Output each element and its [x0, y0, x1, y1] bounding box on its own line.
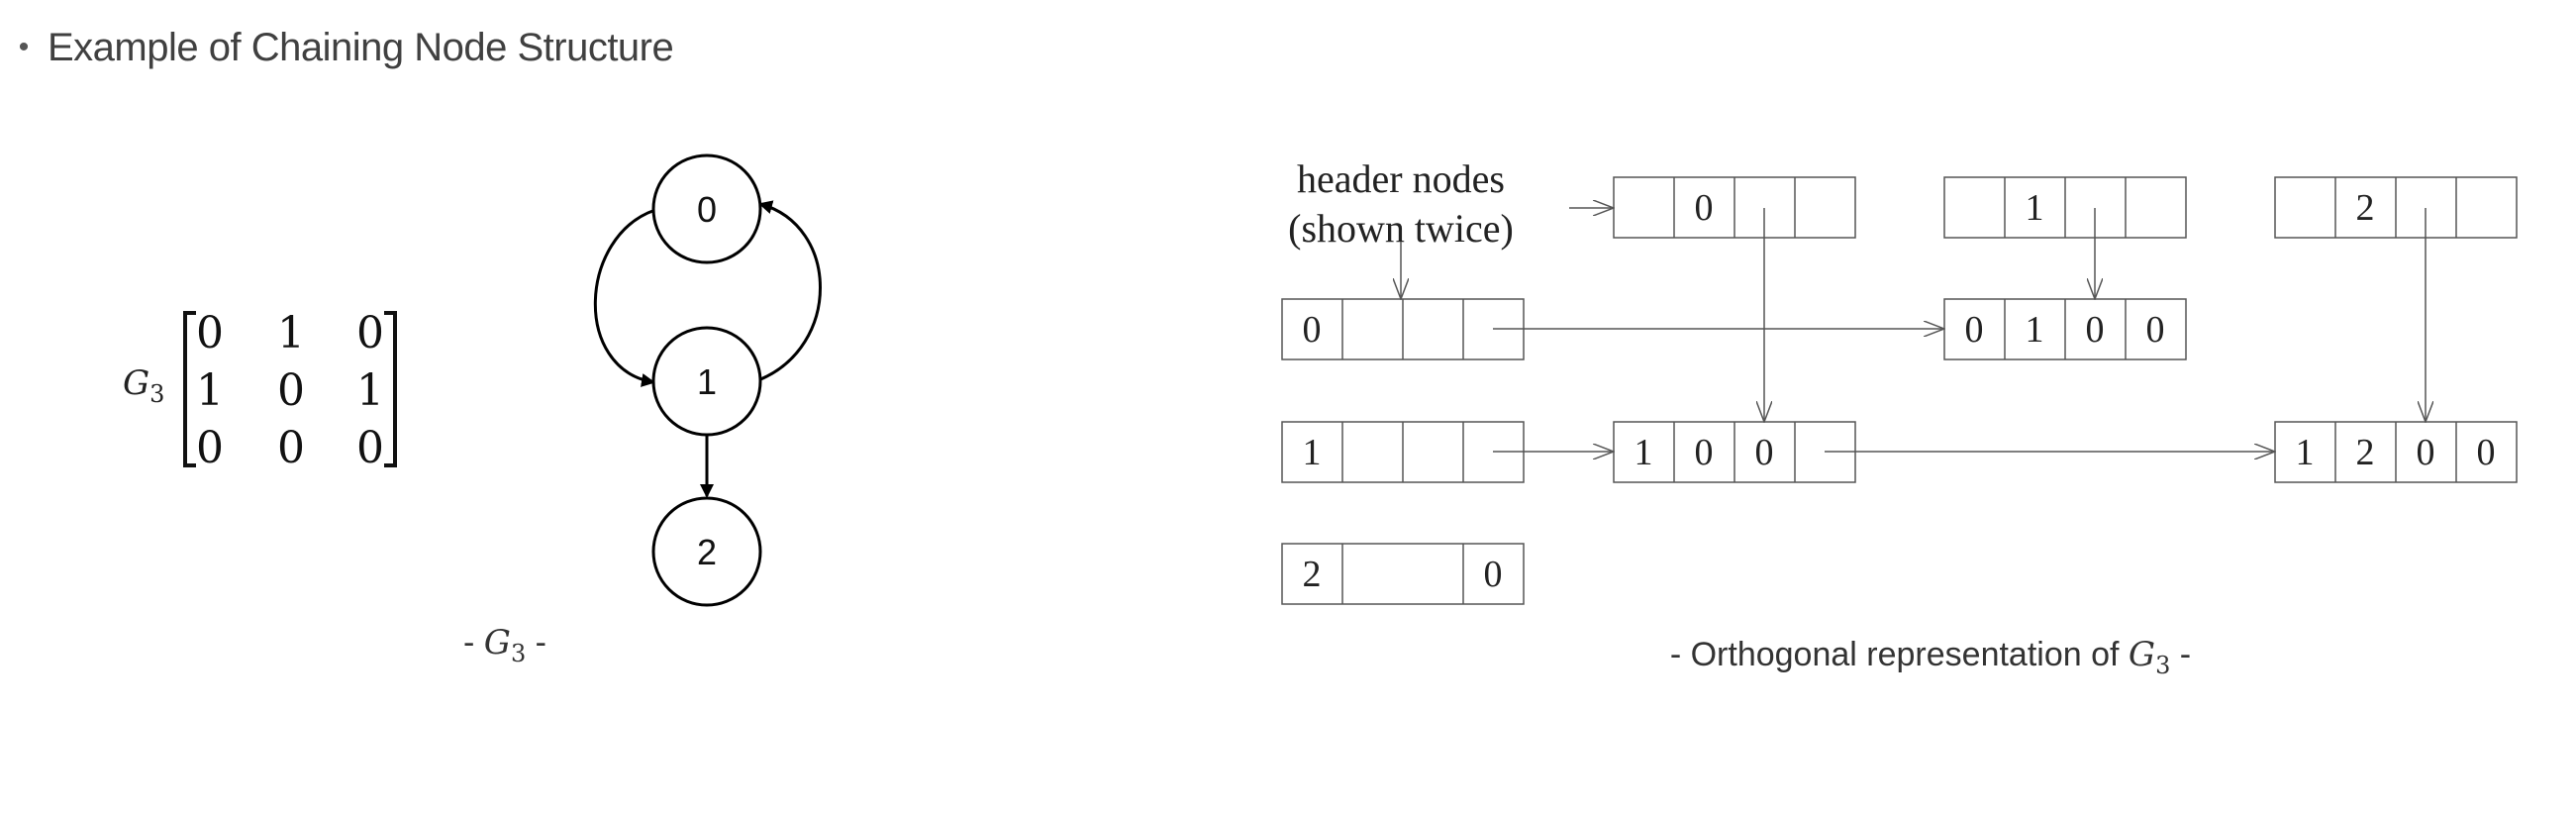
node-cell: 1: [2026, 309, 2044, 351]
orthogonal-caption: - Orthogonal representation of G3 -: [1670, 635, 2191, 679]
node-cell: 1: [1303, 432, 1322, 473]
node-cell: 0: [1303, 309, 1322, 351]
node-cell: 0: [1695, 187, 1714, 229]
matrix-right-bracket: [384, 311, 397, 467]
matrix-subscript: 3: [149, 380, 164, 408]
matrix-cell: 0: [196, 308, 224, 358]
node-cell: 1: [2296, 432, 2315, 473]
graph-node-label: 0: [697, 189, 717, 230]
entry-node-1-0: 1 0 0: [1613, 421, 1856, 483]
column-header-1: 1: [1943, 176, 2187, 239]
node-cell: 2: [2356, 432, 2375, 473]
graph-node-0: [651, 153, 762, 264]
graph-node-label: 1: [697, 361, 717, 402]
node-cell: 0: [2086, 309, 2105, 351]
orthogonal-caption-subscript: 3: [2155, 652, 2170, 679]
matrix-cell: 1: [277, 308, 305, 358]
column-header-2: 2: [2274, 176, 2518, 239]
slide-heading: • Example of Chaining Node Structure: [0, 18, 674, 77]
graph-caption-prefix: -: [463, 624, 484, 662]
row-header-0: 0: [1281, 298, 1525, 360]
graph-node-label: 2: [697, 532, 717, 572]
graph-node-2: [651, 496, 762, 607]
node-cell: 0: [1965, 309, 1984, 351]
bullet-glyph: •: [18, 31, 30, 63]
orthogonal-caption-suffix: -: [2170, 636, 2191, 673]
matrix-cell: 1: [196, 365, 224, 416]
node-cell: 1: [2026, 187, 2044, 229]
matrix-left-bracket: [183, 311, 196, 467]
node-cell: 2: [2356, 187, 2375, 229]
node-cell: 1: [1635, 432, 1653, 473]
matrix-cell: 0: [196, 423, 224, 473]
svg-text:G3: G3: [123, 363, 164, 408]
row-header-2: 2 0: [1281, 543, 1525, 605]
node-cell: 0: [1484, 554, 1503, 595]
directed-graph: 0 1 2 - G3 -: [463, 153, 822, 667]
node-cell: 0: [1695, 432, 1714, 473]
matrix-cell: 0: [356, 308, 384, 358]
matrix-cell: 0: [277, 365, 305, 416]
edge-1-to-0: [757, 200, 822, 382]
node-cell: 0: [2146, 309, 2165, 351]
node-cell: 0: [2477, 432, 2496, 473]
orthogonal-caption-prefix: - Orthogonal representation of: [1670, 636, 2129, 673]
matrix-symbol: G: [123, 363, 149, 403]
adjacency-matrix: G3 0 1 0 1 0 1 0 0 0: [123, 308, 397, 473]
column-header-0: 0: [1613, 176, 1856, 239]
matrix-cell: 1: [356, 365, 384, 416]
orthogonal-representation: header nodes (shown twice) 0 1 2: [1281, 156, 2518, 679]
entry-node-0-1: 0 1 0 0: [1943, 298, 2187, 360]
entry-node-1-2: 1 2 0 0: [2274, 421, 2518, 483]
edge-0-to-1: [593, 208, 656, 387]
graph-caption: - G3 -: [463, 623, 546, 667]
graph-caption-symbol: G: [484, 623, 511, 663]
node-cell: 0: [2417, 432, 2435, 473]
node-cell: 0: [1755, 432, 1774, 473]
graph-caption-suffix: -: [526, 624, 546, 662]
matrix-cell: 0: [356, 423, 384, 473]
slide-title: Example of Chaining Node Structure: [48, 25, 674, 69]
orthogonal-caption-symbol: G: [2129, 635, 2155, 674]
graph-node-1: [651, 326, 762, 437]
header-nodes-label: header nodes: [1297, 156, 1505, 201]
row-header-1: 1: [1281, 421, 1525, 483]
graph-caption-subscript: 3: [511, 640, 526, 667]
matrix-cell: 0: [277, 423, 305, 473]
node-cell: 2: [1303, 554, 1322, 595]
